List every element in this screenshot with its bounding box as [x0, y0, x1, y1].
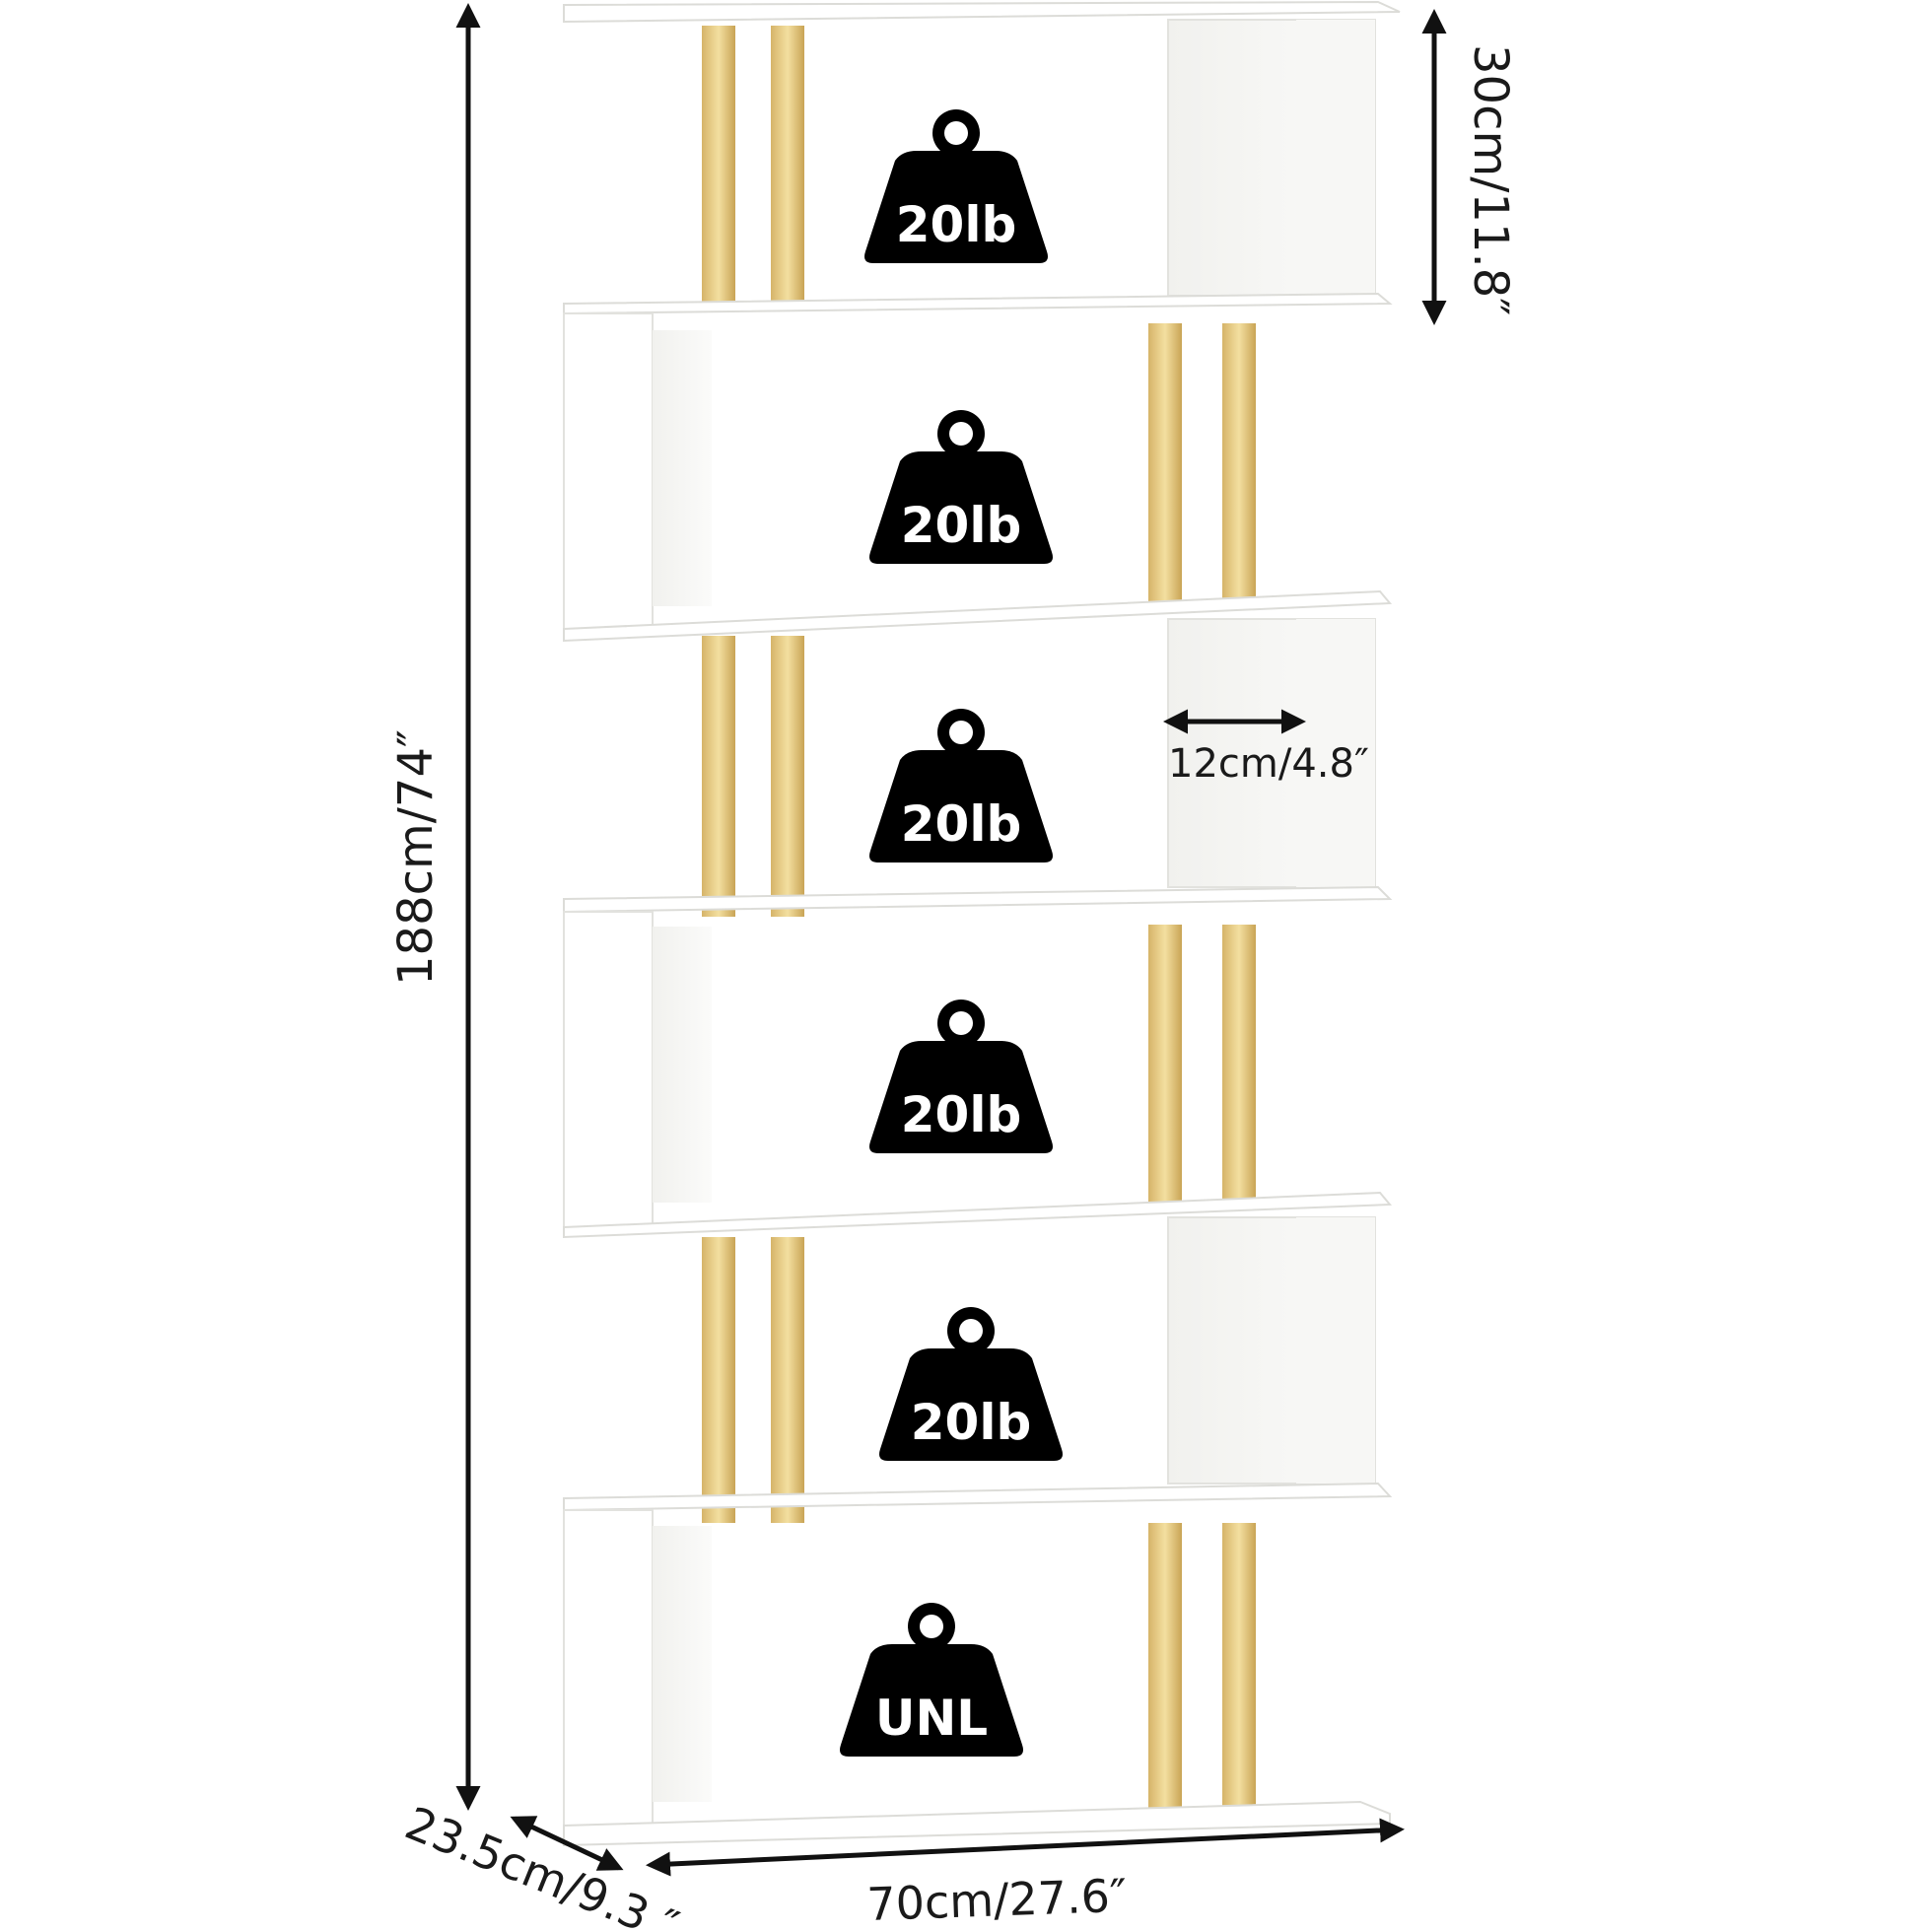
shelf-board: [563, 1482, 1393, 1512]
weight-label: UNL: [875, 1690, 988, 1747]
gold-leg: [771, 26, 804, 302]
compartment-panel: [653, 1526, 712, 1802]
shelf-board: [563, 1191, 1393, 1239]
gold-leg: [771, 636, 804, 917]
shelf-board: [563, 292, 1393, 315]
compartment-panel: [1296, 1217, 1375, 1484]
weight-badge: 20lb: [879, 1307, 1063, 1461]
gold-leg: [771, 1237, 804, 1523]
side-compartment: [563, 911, 654, 1228]
gold-leg: [702, 1237, 735, 1523]
gold-leg: [1222, 1523, 1256, 1809]
shelf-board: [563, 589, 1393, 643]
shelf-height-label: 30cm/11.8″: [1463, 44, 1518, 315]
side-compartment: [563, 1509, 654, 1827]
gold-leg: [1148, 1523, 1182, 1809]
weight-label: 20lb: [901, 1086, 1022, 1143]
weight-label: 20lb: [911, 1394, 1032, 1451]
weight-badge: 20lb: [869, 709, 1053, 862]
gold-leg: [1148, 323, 1182, 604]
gold-leg: [702, 26, 735, 302]
compartment-width-label: 12cm/4.8″: [1168, 741, 1369, 787]
weight-label: 20lb: [896, 196, 1017, 253]
weight-badge: 20lb: [869, 410, 1053, 564]
gold-leg: [702, 636, 735, 917]
compartment-panel: [653, 927, 712, 1203]
width-label: 70cm/27.6″: [865, 1869, 1127, 1931]
width-arrow-icon: [646, 1818, 1405, 1877]
depth-arrow-icon: [510, 1816, 624, 1871]
weight-badge: 20lb: [864, 109, 1048, 263]
weight-label: 20lb: [901, 795, 1022, 853]
weight-label: 20lb: [901, 497, 1022, 554]
gold-leg: [1148, 925, 1182, 1206]
height-label: 188cm/74″: [388, 729, 444, 986]
compartment-panel: [1296, 20, 1375, 296]
shelf-board: [563, 0, 1401, 24]
gold-leg: [1222, 925, 1256, 1206]
gold-leg: [1222, 323, 1256, 604]
base-board: [563, 1800, 1391, 1847]
weight-badge: 20lb: [869, 1000, 1053, 1153]
side-compartment: [563, 312, 654, 630]
compartment-panel: [1296, 619, 1375, 887]
compartment-panel: [653, 330, 712, 606]
shelf-board: [563, 885, 1393, 914]
weight-badge: UNL: [840, 1603, 1023, 1757]
bookshelf: [563, 0, 1401, 1847]
